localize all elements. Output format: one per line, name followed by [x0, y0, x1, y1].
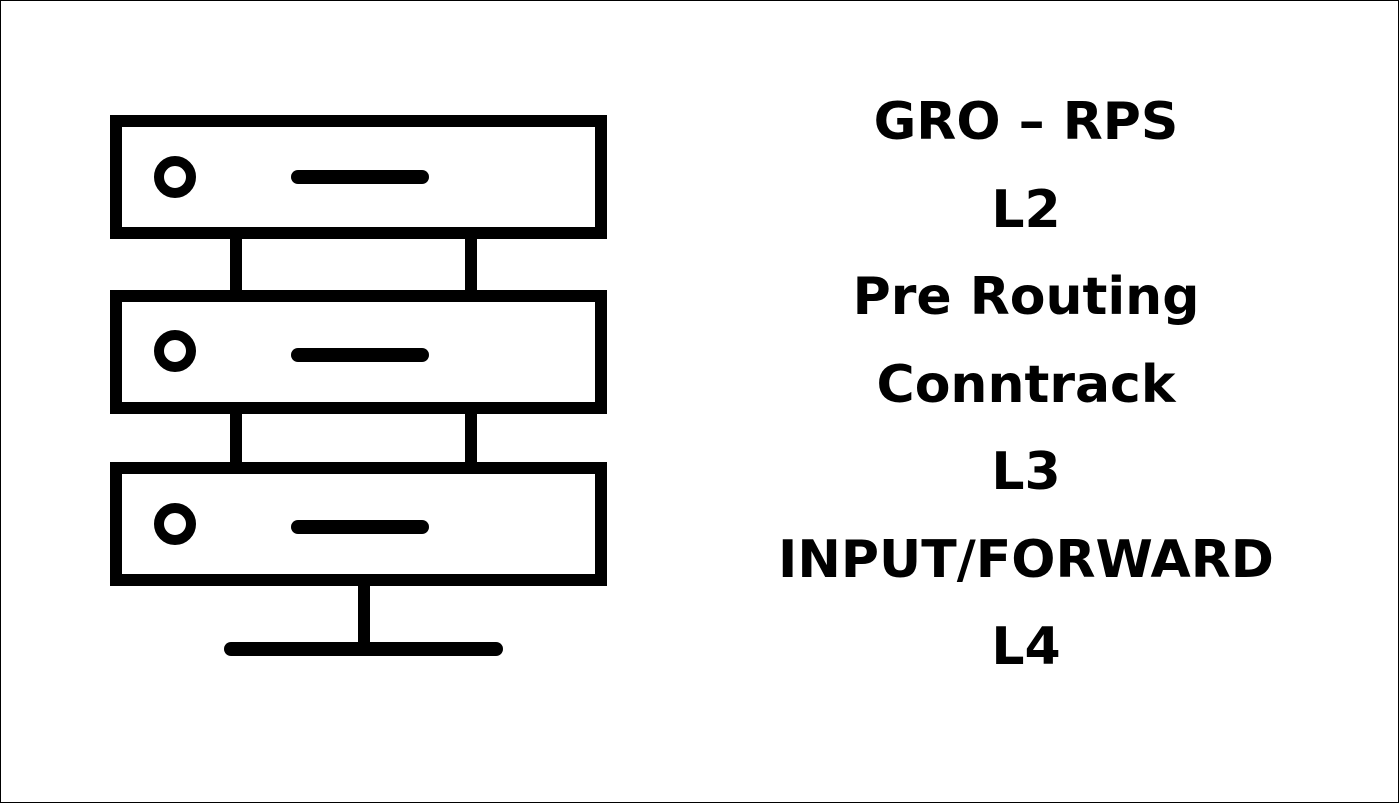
layer-label-l4: L4: [991, 617, 1061, 677]
layer-label-l2: L2: [991, 179, 1061, 240]
layer-label-list: GRO – RPS L2 Pre Routing Conntrack L3 IN…: [721, 79, 1331, 692]
indicator-light-2: [154, 330, 196, 372]
layer-label-pre-routing: Pre Routing: [852, 267, 1200, 327]
indicator-light-3: [154, 503, 196, 545]
indicator-light-1: [154, 156, 196, 198]
layer-label-gro-rps: GRO – RPS: [873, 92, 1179, 152]
layer-label-conntrack: Conntrack: [876, 354, 1176, 415]
layer-label-l3: L3: [991, 442, 1061, 502]
server-unit-1: [110, 115, 607, 239]
layer-label-input-forward: INPUT/FORWARD: [778, 529, 1274, 590]
server-rack-icon: [110, 115, 607, 656]
server-unit-2: [110, 290, 607, 414]
